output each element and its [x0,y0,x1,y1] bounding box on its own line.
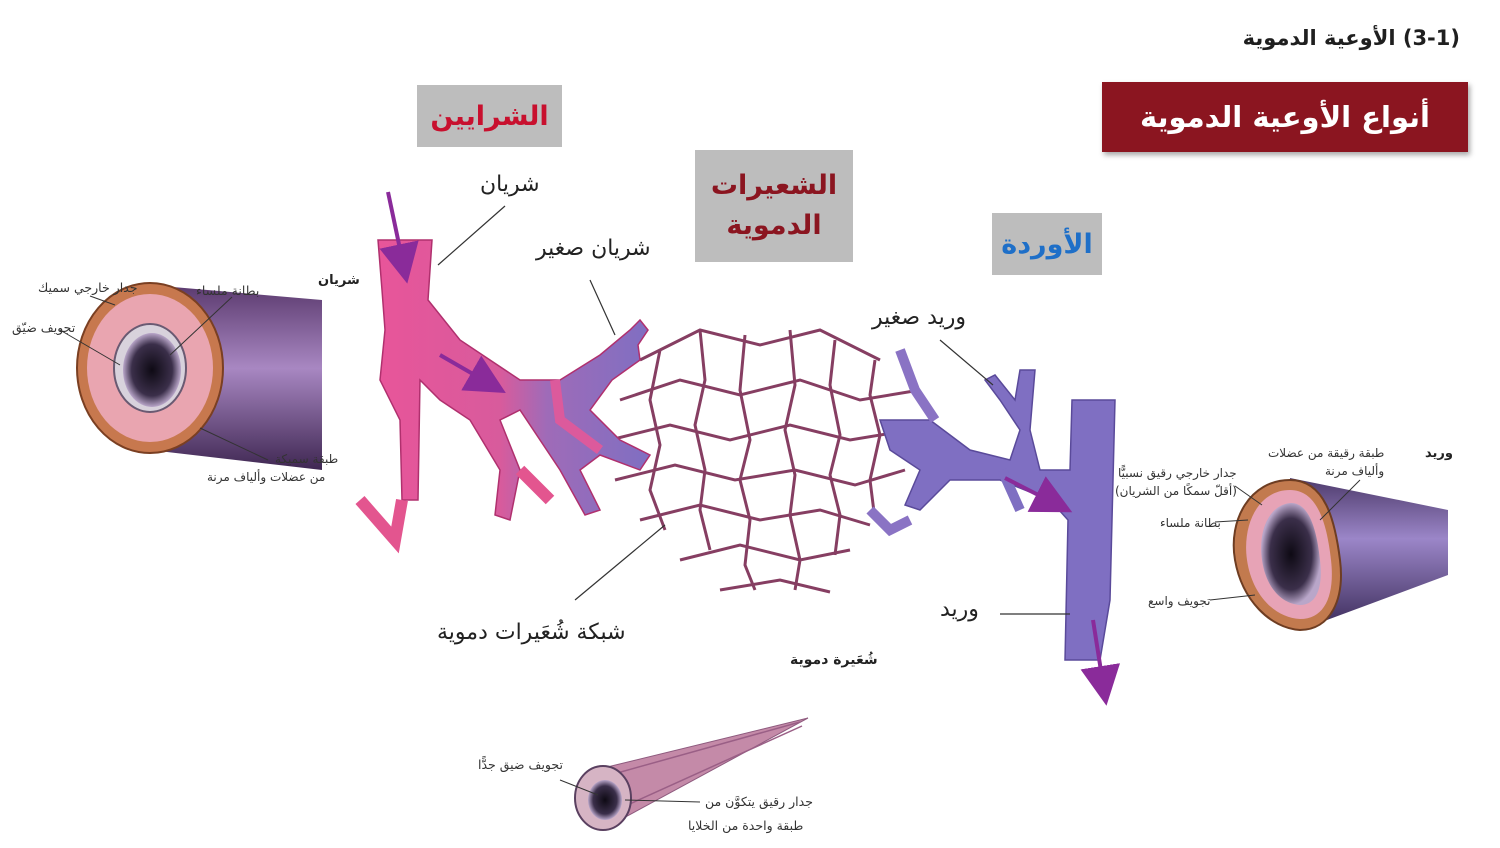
vein-thin-layer-label-2: وألياف مرنة [1325,464,1385,478]
vein-outer-wall-label-1: جدار خارجي رقيق نسبيًّا [1118,466,1237,480]
capillary-cross-section [559,717,809,831]
artery-section-heading: شريان [318,273,360,288]
label-venule: وريد صغير [872,305,966,330]
arteries-label-box: الشرايين [417,85,562,147]
artery-outer-wall-label: جدار خارجي سميك [38,280,138,295]
main-title-banner: أنواع الأوعية الدموية [1102,82,1468,152]
veins-label-box: الأوردة [992,213,1102,275]
artery-thick-layer-label-1: طبقة سميكة [275,452,339,466]
capillaries-label-box: الشعيرات الدموية [695,150,853,262]
vein-thin-layer-label-1: طبقة رقيقة من عضلات [1268,446,1385,460]
label-arteriole: شريان صغير [536,236,651,261]
label-capillary: شُعَيرة دموية [790,652,878,668]
label-artery: شريان [480,172,540,197]
label-vein: وريد [940,597,979,622]
artery-thick-layer-label-2: من عضلات وألياف مرنة [207,470,326,484]
vessel-network [355,191,1121,706]
artery-cross-section [59,282,322,470]
vein-outer-wall-label-2: (أقلّ سمكًا من الشريان) [1115,484,1237,498]
vein-wide-lumen-label: تجويف واسع [1148,594,1211,608]
vein-smooth-lining-label: بطانة ملساء [1160,516,1221,530]
capillary-thin-wall-label-2: طبقة واحدة من الخلايا [688,818,804,833]
vein-cross-section [1209,478,1448,632]
artery-narrow-lumen-label: تجويف ضيّق [12,320,76,335]
capillary-thin-wall-label-1: جدار رقيق يتكوَّن من [705,794,813,809]
vein-section-heading: وريد [1425,446,1453,461]
capillary-narrow-lumen-label: تجويف ضيق جدًّا [478,757,563,772]
artery-smooth-lining-label: بطانة ملساء [196,283,260,298]
capillary-mesh [609,328,921,594]
section-title: (3-1) الأوعية الدموية [1242,26,1460,50]
label-capillary-network: شبكة شُعَيرات دموية [437,620,626,645]
